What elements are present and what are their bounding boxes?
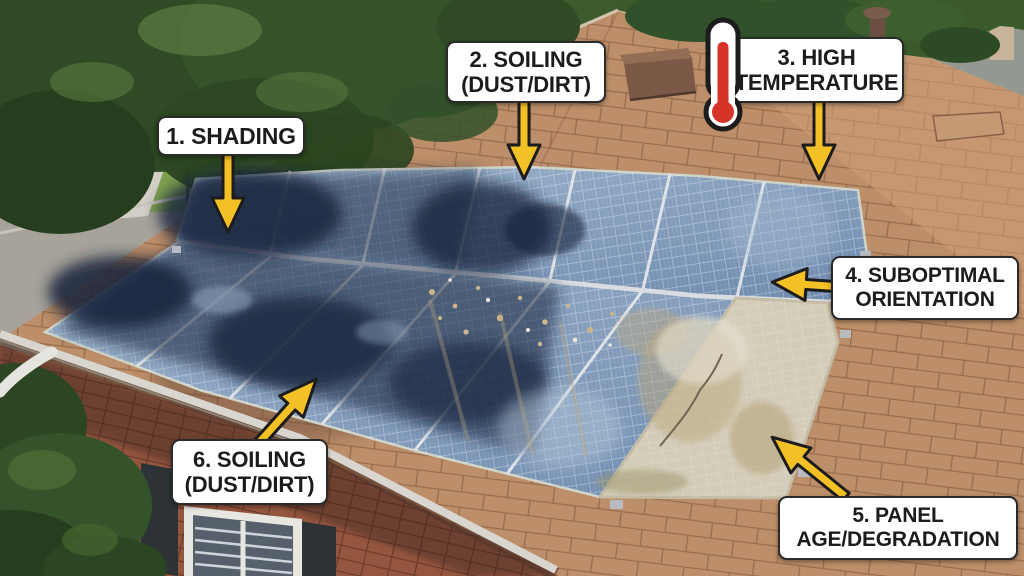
annotation-label-high-temperature: 3. HIGH TEMPERATURE [729,37,904,103]
label-text: 5. PANEL [852,504,944,528]
arrow-6-up-right-icon [250,377,318,451]
roof-vent-low [932,111,1005,142]
label-text: ORIENTATION [855,288,995,311]
label-text: 2. SOILING [469,46,583,72]
label-text: 6. SOILING [193,446,306,472]
panel-sun-dapples [192,192,835,468]
panel-crack [659,353,723,447]
label-text: 3. HIGH [777,44,856,70]
downspout [0,346,58,398]
annotation-label-shading: 1. SHADING [157,116,305,156]
label-text: (DUST/DIRT) [184,472,315,497]
panel-soiling-dirt [428,278,615,457]
arrow-1-down-icon [210,150,246,234]
mounting-brackets [172,246,871,509]
annotation-label-panel-age-degradation: 5. PANEL AGE/DEGRADATION [778,496,1018,560]
roof-vent-box [620,48,697,102]
solar-array [42,165,871,509]
label-text: (DUST/DIRT) [461,72,591,97]
annotation-label-soiling-top: 2. SOILING (DUST/DIRT) [446,41,606,103]
thermometer-icon [703,17,743,132]
label-text: AGE/DEGRADATION [796,528,1000,551]
window [184,506,302,576]
annotation-label-suboptimal-orientation: 4. SUBOPTIMAL ORIENTATION [831,256,1019,320]
panel-shading [48,169,585,455]
arrow-3-down-icon [801,99,837,181]
annotation-arrows [210,99,851,503]
arrow-2-down-icon [506,99,542,181]
annotation-label-soiling-bottom: 6. SOILING (DUST/DIRT) [171,439,328,505]
arrow-5-up-left-icon [770,435,851,503]
label-text: 4. SUBOPTIMAL [845,264,1005,288]
window-shutter-right [300,521,336,576]
label-text: 1. SHADING [166,122,296,149]
bushes [0,363,167,576]
label-text: TEMPERATURE [734,70,899,95]
